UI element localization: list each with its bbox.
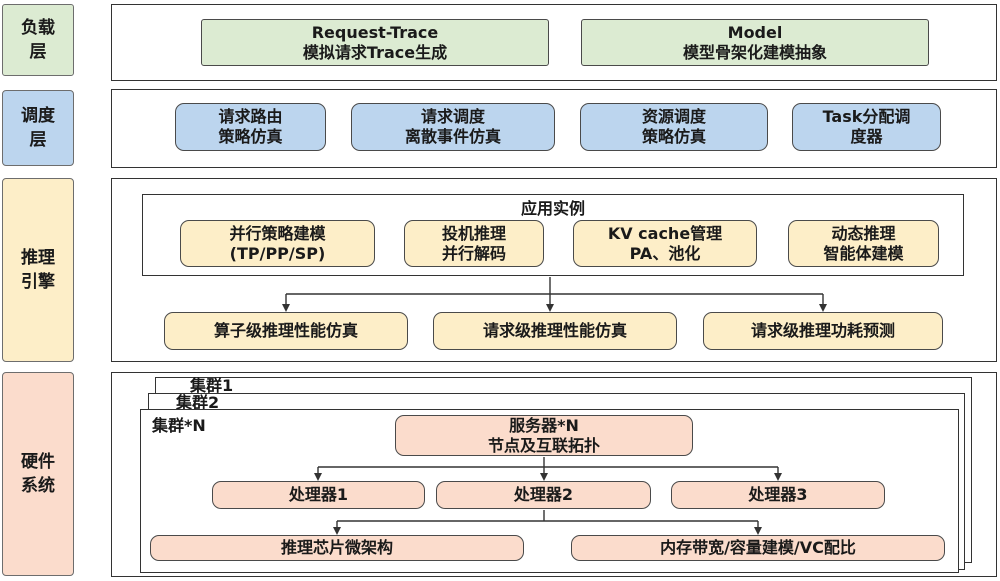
processor-2-box: 处理器2 — [436, 481, 651, 509]
processor-1-box: 处理器1 — [212, 481, 425, 509]
inference-engine-label: 推理 引擎 — [2, 178, 74, 362]
cluster-2-label: 集群2 — [176, 393, 220, 412]
request-routing-box: 请求路由 策略仿真 — [175, 103, 326, 151]
kv-cache-box: KV cache管理 PA、池化 — [573, 220, 757, 267]
scheduling-layer-label: 调度 层 — [2, 90, 74, 166]
task-allocation-box: Task分配调 度器 — [792, 103, 941, 151]
cluster-1-label: 集群1 — [190, 376, 234, 395]
speculative-decoding-box: 投机推理 并行解码 — [404, 220, 544, 267]
workload-layer-label: 负载 层 — [2, 4, 74, 76]
request-perf-sim-box: 请求级推理性能仿真 — [433, 312, 677, 350]
server-topology-box: 服务器*N 节点及互联拓扑 — [395, 415, 693, 456]
request-trace-box: Request-Trace 模拟请求Trace生成 — [201, 19, 549, 66]
hardware-system-label: 硬件 系统 — [2, 372, 74, 576]
dynamic-inference-box: 动态推理 智能体建模 — [788, 220, 939, 267]
cluster-n-label: 集群*N — [152, 416, 206, 435]
operator-perf-sim-box: 算子级推理性能仿真 — [164, 312, 408, 350]
resource-scheduling-box: 资源调度 策略仿真 — [580, 103, 768, 151]
parallel-strategy-box: 并行策略建模 (TP/PP/SP) — [180, 220, 375, 267]
application-instance-title: 应用实例 — [520, 199, 585, 218]
memory-bandwidth-box: 内存带宽/容量建模/VC配比 — [571, 535, 945, 561]
request-scheduling-box: 请求调度 离散事件仿真 — [351, 103, 555, 151]
request-power-predict-box: 请求级推理功耗预测 — [703, 312, 943, 350]
processor-3-box: 处理器3 — [671, 481, 885, 509]
chip-microarch-box: 推理芯片微架构 — [150, 535, 524, 561]
model-abstraction-box: Model 模型骨架化建模抽象 — [581, 19, 929, 66]
